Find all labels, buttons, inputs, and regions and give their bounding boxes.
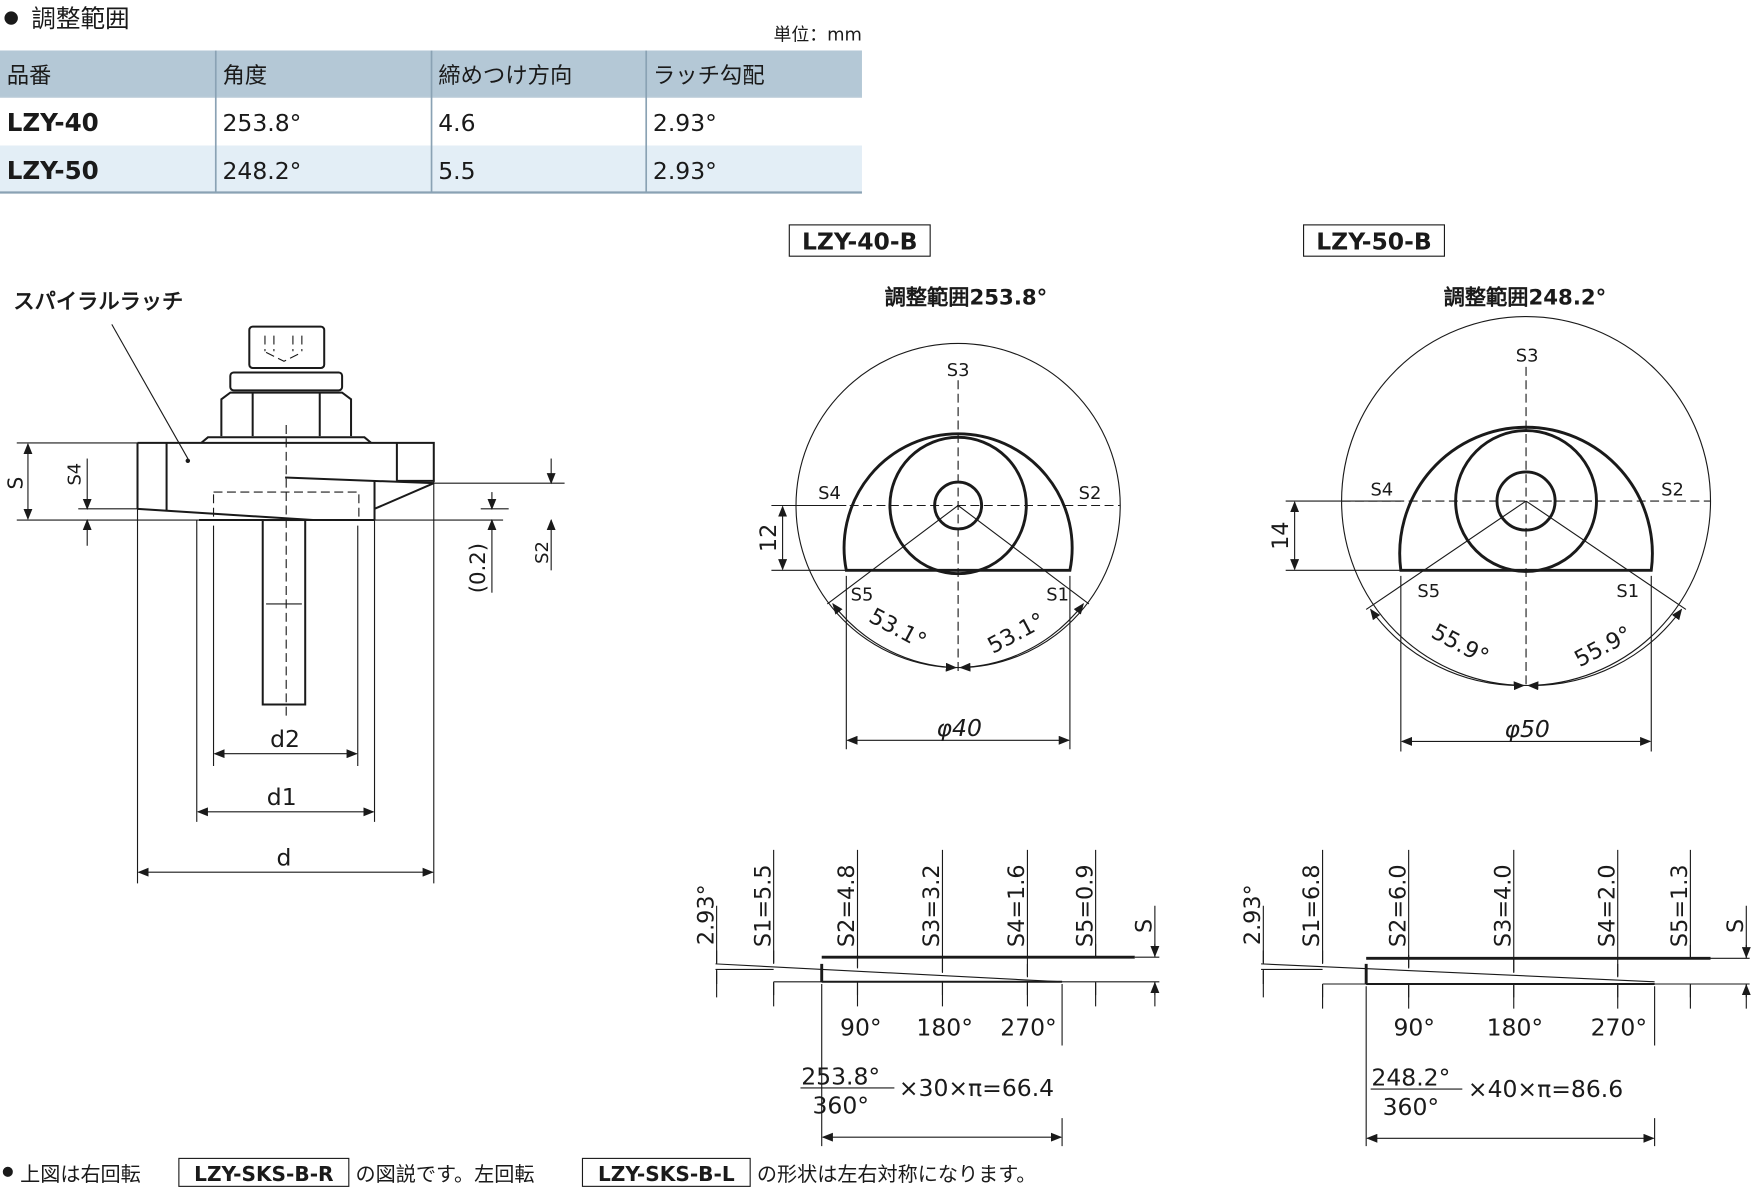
- lzy-50-wedge-diagram: 2.93° S1=6.8 S2=6.0 S3=4.0 S4=2.0 S5=1.3…: [1240, 849, 1750, 1147]
- deg-180: 180°: [916, 1013, 973, 1041]
- length-formula: ×40×π=86.6: [1468, 1075, 1623, 1103]
- step-s5: S5=0.9: [1072, 864, 1098, 947]
- dim-s4: S4: [64, 463, 85, 486]
- step-s1: S1=5.5: [750, 864, 776, 947]
- fraction-numerator: 253.8°: [801, 1063, 880, 1091]
- bullet-icon: [2, 1166, 13, 1177]
- table-row: LZY-50 248.2° 5.5 2.93°: [7, 156, 717, 185]
- range-label: 調整範囲248.2°: [1444, 284, 1607, 310]
- slope-label: 2.93°: [1240, 884, 1266, 945]
- dim-d2: d2: [270, 725, 300, 753]
- deg-90: 90°: [1393, 1013, 1435, 1041]
- unit-label: 単位：mm: [774, 24, 862, 45]
- point-s3: S3: [947, 360, 970, 381]
- step-s: S: [1723, 919, 1749, 933]
- step-s4: S4=1.6: [1004, 864, 1030, 947]
- angle-right: 53.1°: [983, 608, 1049, 660]
- step-s4: S4=2.0: [1594, 864, 1620, 947]
- dim-d1: d1: [267, 783, 297, 811]
- range-label: 調整範囲253.8°: [885, 284, 1048, 310]
- point-s4: S4: [1370, 479, 1393, 500]
- cell-angle: 248.2°: [222, 157, 301, 185]
- step-s3: S3=4.0: [1490, 864, 1516, 947]
- code-right-rotation: LZY-SKS-B-R: [194, 1162, 334, 1186]
- dim-s: S: [3, 477, 27, 490]
- point-s5: S5: [1417, 581, 1440, 602]
- spiral-latch-label: スパイラルラッチ: [13, 290, 183, 315]
- dim-s2: S2: [532, 541, 553, 564]
- point-s2: S2: [1079, 483, 1102, 504]
- fraction-numerator: 248.2°: [1371, 1064, 1450, 1092]
- cell-part: LZY-50: [7, 156, 99, 185]
- deg-90: 90°: [840, 1013, 882, 1041]
- deg-270: 270°: [1000, 1013, 1057, 1041]
- footnote: 上図は右回転 LZY-SKS-B-R の図説です。左回転 LZY-SKS-B-L…: [2, 1157, 1037, 1187]
- cell-tightening: 5.5: [438, 157, 475, 185]
- lzy-40-wedge-diagram: 2.93° S1=5.5 S2=4.8 S3=3.2 S4=1.6 S5=0.9…: [693, 849, 1159, 1147]
- header-angle: 角度: [222, 63, 267, 89]
- note-text-1: 上図は右回転: [20, 1162, 141, 1186]
- cell-angle: 253.8°: [222, 109, 301, 137]
- deg-270: 270°: [1591, 1013, 1648, 1041]
- height-label: 14: [1268, 521, 1294, 549]
- deg-180: 180°: [1487, 1013, 1544, 1041]
- angle-right: 55.9°: [1570, 621, 1636, 673]
- height-label: 12: [756, 524, 782, 552]
- diameter-label: φ50: [1504, 715, 1549, 743]
- angle-left: 53.1°: [865, 603, 931, 655]
- point-s4: S4: [818, 483, 841, 504]
- step-s5: S5=1.3: [1667, 864, 1693, 947]
- point-s3: S3: [1516, 345, 1539, 366]
- point-s2: S2: [1661, 479, 1684, 500]
- header-tightening: 締めつけ方向: [438, 63, 572, 89]
- cell-tightening: 4.6: [438, 109, 475, 137]
- dim-gap: (0.2): [466, 543, 491, 593]
- fraction-denominator: 360°: [1383, 1093, 1440, 1121]
- point-s1: S1: [1616, 581, 1639, 602]
- header-part-no: 品番: [7, 63, 52, 89]
- step-s2: S2=4.8: [834, 864, 860, 947]
- adjustment-table: 品番 角度 締めつけ方向 ラッチ勾配 LZY-40 253.8° 4.6 2.9…: [0, 50, 862, 194]
- lzy-40-b-top-view: LZY-40-B 調整範囲253.8° S3 S4 S2 S5 S1 53.1°…: [756, 224, 1121, 750]
- diameter-label: φ40: [937, 714, 982, 742]
- cell-part: LZY-40: [7, 108, 99, 137]
- side-view-drawing: スパイラルラッチ S S4 S2 (0.2) d2 d1 d: [3, 290, 565, 884]
- note-text-3: の形状は左右対称になります。: [757, 1162, 1037, 1186]
- note-text-2: の図説です。左回転: [356, 1162, 535, 1186]
- model-label: LZY-50-B: [1316, 227, 1432, 255]
- step-s3: S3=3.2: [919, 864, 945, 947]
- point-s1: S1: [1046, 585, 1069, 606]
- fraction-denominator: 360°: [812, 1092, 869, 1120]
- point-s5: S5: [851, 585, 874, 606]
- step-s2: S2=6.0: [1385, 864, 1411, 947]
- length-formula: ×30×π=66.4: [899, 1074, 1054, 1102]
- slope-label: 2.93°: [693, 884, 719, 945]
- model-label: LZY-40-B: [802, 227, 918, 255]
- section-title: 調整範囲: [31, 4, 129, 33]
- bullet-icon: [4, 11, 18, 25]
- code-left-rotation: LZY-SKS-B-L: [598, 1162, 735, 1186]
- cell-slope: 2.93°: [653, 157, 717, 185]
- step-s1: S1=6.8: [1299, 864, 1325, 947]
- lzy-50-b-top-view: LZY-50-B 調整範囲248.2° S3 S4 S2 S5 S1 55.9°…: [1268, 224, 1712, 752]
- table-row: LZY-40 253.8° 4.6 2.93°: [7, 108, 717, 137]
- header-latch-slope: ラッチ勾配: [653, 63, 765, 89]
- dim-d: d: [277, 843, 292, 871]
- step-s: S: [1132, 919, 1158, 933]
- cell-slope: 2.93°: [653, 109, 717, 137]
